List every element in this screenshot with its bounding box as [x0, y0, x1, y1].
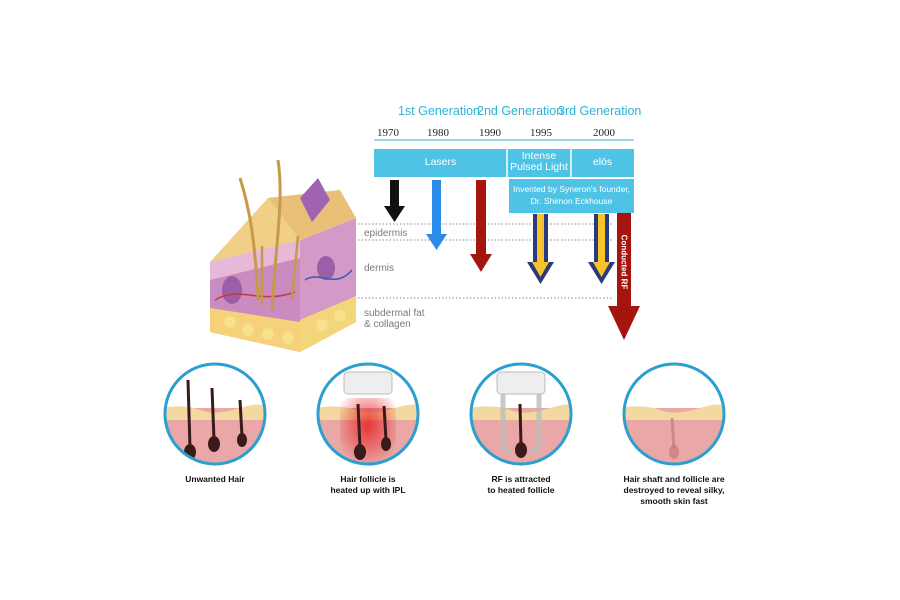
generation-label-2: 2nd Generation	[477, 104, 564, 118]
arrow-conducted-rf	[608, 213, 640, 340]
caption-line: heated up with IPL	[330, 485, 406, 495]
skin-cross-section-illustration	[210, 159, 356, 352]
layer-label-subdermal-2: & collagen	[364, 319, 411, 330]
year-label: 2000	[593, 127, 615, 139]
ipl-label-line1: Intense	[521, 150, 557, 162]
caption-line: Hair follicle is	[340, 474, 396, 484]
year-label: 1970	[377, 127, 399, 139]
layer-label-subdermal-1: subdermal fat	[364, 308, 425, 319]
step-circle-border	[469, 362, 573, 466]
step-circle-border	[316, 362, 420, 466]
ipl-label-line2: Pulsed Light	[510, 161, 568, 173]
step-circle-ipl-heating	[318, 364, 418, 464]
caption-line: Hair shaft and follicle are	[623, 474, 725, 484]
generation-label-3: 3rd Generation	[558, 104, 642, 118]
year-label: 1990	[479, 127, 501, 139]
step-caption-4: Hair shaft and follicle are destroyed to…	[599, 474, 749, 507]
step-caption-1: Unwanted Hair	[140, 474, 290, 485]
inventor-line1: Invented by Syneron's founder,	[513, 184, 630, 194]
step-circle-rf-attraction	[471, 364, 571, 464]
step-circle-border	[622, 362, 726, 466]
year-label: 1980	[427, 127, 449, 139]
caption-line: to heated follicle	[487, 485, 555, 495]
step-caption-3: RF is attracted to heated follicle	[446, 474, 596, 496]
year-label: 1995	[530, 127, 552, 139]
caption-line: smooth skin fast	[640, 496, 708, 506]
arrow-1980-blue	[426, 180, 447, 250]
layer-label-dermis: dermis	[364, 263, 395, 274]
generation-label-1: 1st Generation	[398, 104, 480, 118]
arrow-1995-ipl	[527, 214, 554, 284]
step-circle-hair-destroyed	[624, 364, 724, 464]
caption-line: destroyed to reveal silky,	[623, 485, 725, 495]
arrow-2000-elos-ipl	[588, 214, 615, 284]
inventor-line2: Dr. Shimon Eckhouse	[530, 196, 613, 206]
arrow-1990-red	[470, 180, 492, 272]
inventor-box	[509, 179, 634, 213]
layer-label-epidermis: epidermis	[364, 228, 408, 239]
lasers-label: Lasers	[424, 156, 457, 168]
elos-label: elōs	[592, 156, 613, 168]
step-caption-2: Hair follicle is heated up with IPL	[293, 474, 443, 496]
step-circle-unwanted-hair	[165, 364, 265, 464]
technology-bar	[374, 149, 634, 177]
step-circle-border	[163, 362, 267, 466]
caption-line: Unwanted Hair	[185, 474, 245, 484]
caption-line: RF is attracted	[491, 474, 551, 484]
arrow-1970-black	[384, 180, 405, 222]
